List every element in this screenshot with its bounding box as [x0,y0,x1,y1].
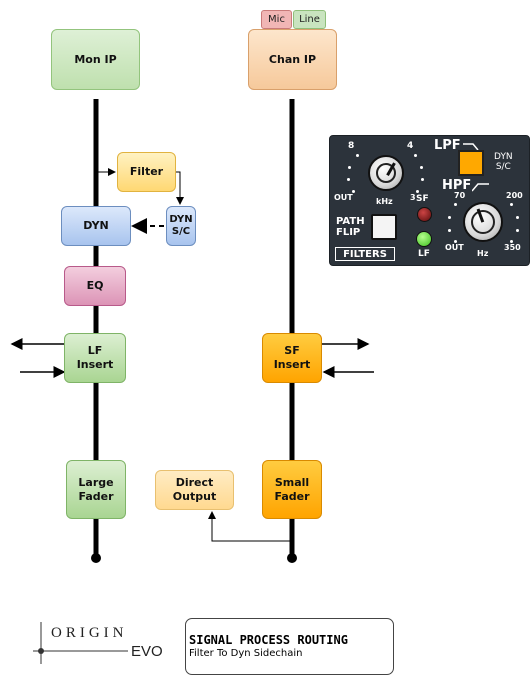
hpf-knob[interactable] [463,202,503,242]
lpf-scale-8: 8 [348,141,354,151]
arrow-filter-to-dynsc [176,172,180,204]
hpf-scale-70: 70 [454,191,465,200]
hpf-scale-200: 200 [506,191,523,200]
filter-node: Filter [117,152,176,192]
lpf-unit: kHz [376,197,393,206]
title-box: SIGNAL PROCESS ROUTING Filter To Dyn Sid… [185,618,394,675]
lpf-scale-3: 3 [410,193,416,202]
chan-line-end [287,553,297,563]
lpf-scale-4: 4 [407,141,413,151]
logo-evo: EVO [131,643,163,660]
dyn-sc-button[interactable] [458,150,484,176]
chan-ip-node: Chan IP [248,29,337,90]
lf-led [416,231,432,247]
lpf-scale-out: OUT [334,193,353,202]
mon-ip-node: Mon IP [51,29,140,90]
title-sub: Filter To Dyn Sidechain [189,648,303,659]
path-flip-label: PATH FLIP [336,216,365,238]
line-tag: Line [293,10,326,29]
filters-panel: 8 4 OUT 3 kHz LPF DYN S/C HPF 70 200 OUT… [329,135,530,266]
direct-output-node: Direct Output [155,470,234,510]
small-fader-node: Small Fader [262,460,322,519]
dyn-sc-node: DYN S/C [166,206,196,246]
hpf-unit: Hz [477,249,488,258]
title-main: SIGNAL PROCESS ROUTING [189,633,348,647]
sf-led [417,207,432,222]
hpf-curve-icon [472,182,490,192]
hpf-scale-350: 350 [504,243,521,252]
dyn-node: DYN [61,206,131,246]
dyn-sc-label: DYN S/C [494,153,513,173]
eq-node: EQ [64,266,126,306]
sf-led-label: SF [416,194,429,204]
lf-insert-node: LF Insert [64,333,126,383]
filters-label: FILTERS [335,247,395,261]
mon-line-end [91,553,101,563]
path-flip-button[interactable] [371,214,397,240]
mic-tag: Mic [261,10,292,29]
sf-insert-node: SF Insert [262,333,322,383]
origin-evo-logo: ORIGIN EVO [33,622,173,668]
large-fader-node: Large Fader [66,460,126,519]
logo-origin: ORIGIN [51,625,128,642]
lpf-knob[interactable] [368,155,404,191]
lf-led-label: LF [418,249,430,259]
lpf-label: LPF [434,138,461,153]
hpf-scale-out: OUT [445,243,464,252]
